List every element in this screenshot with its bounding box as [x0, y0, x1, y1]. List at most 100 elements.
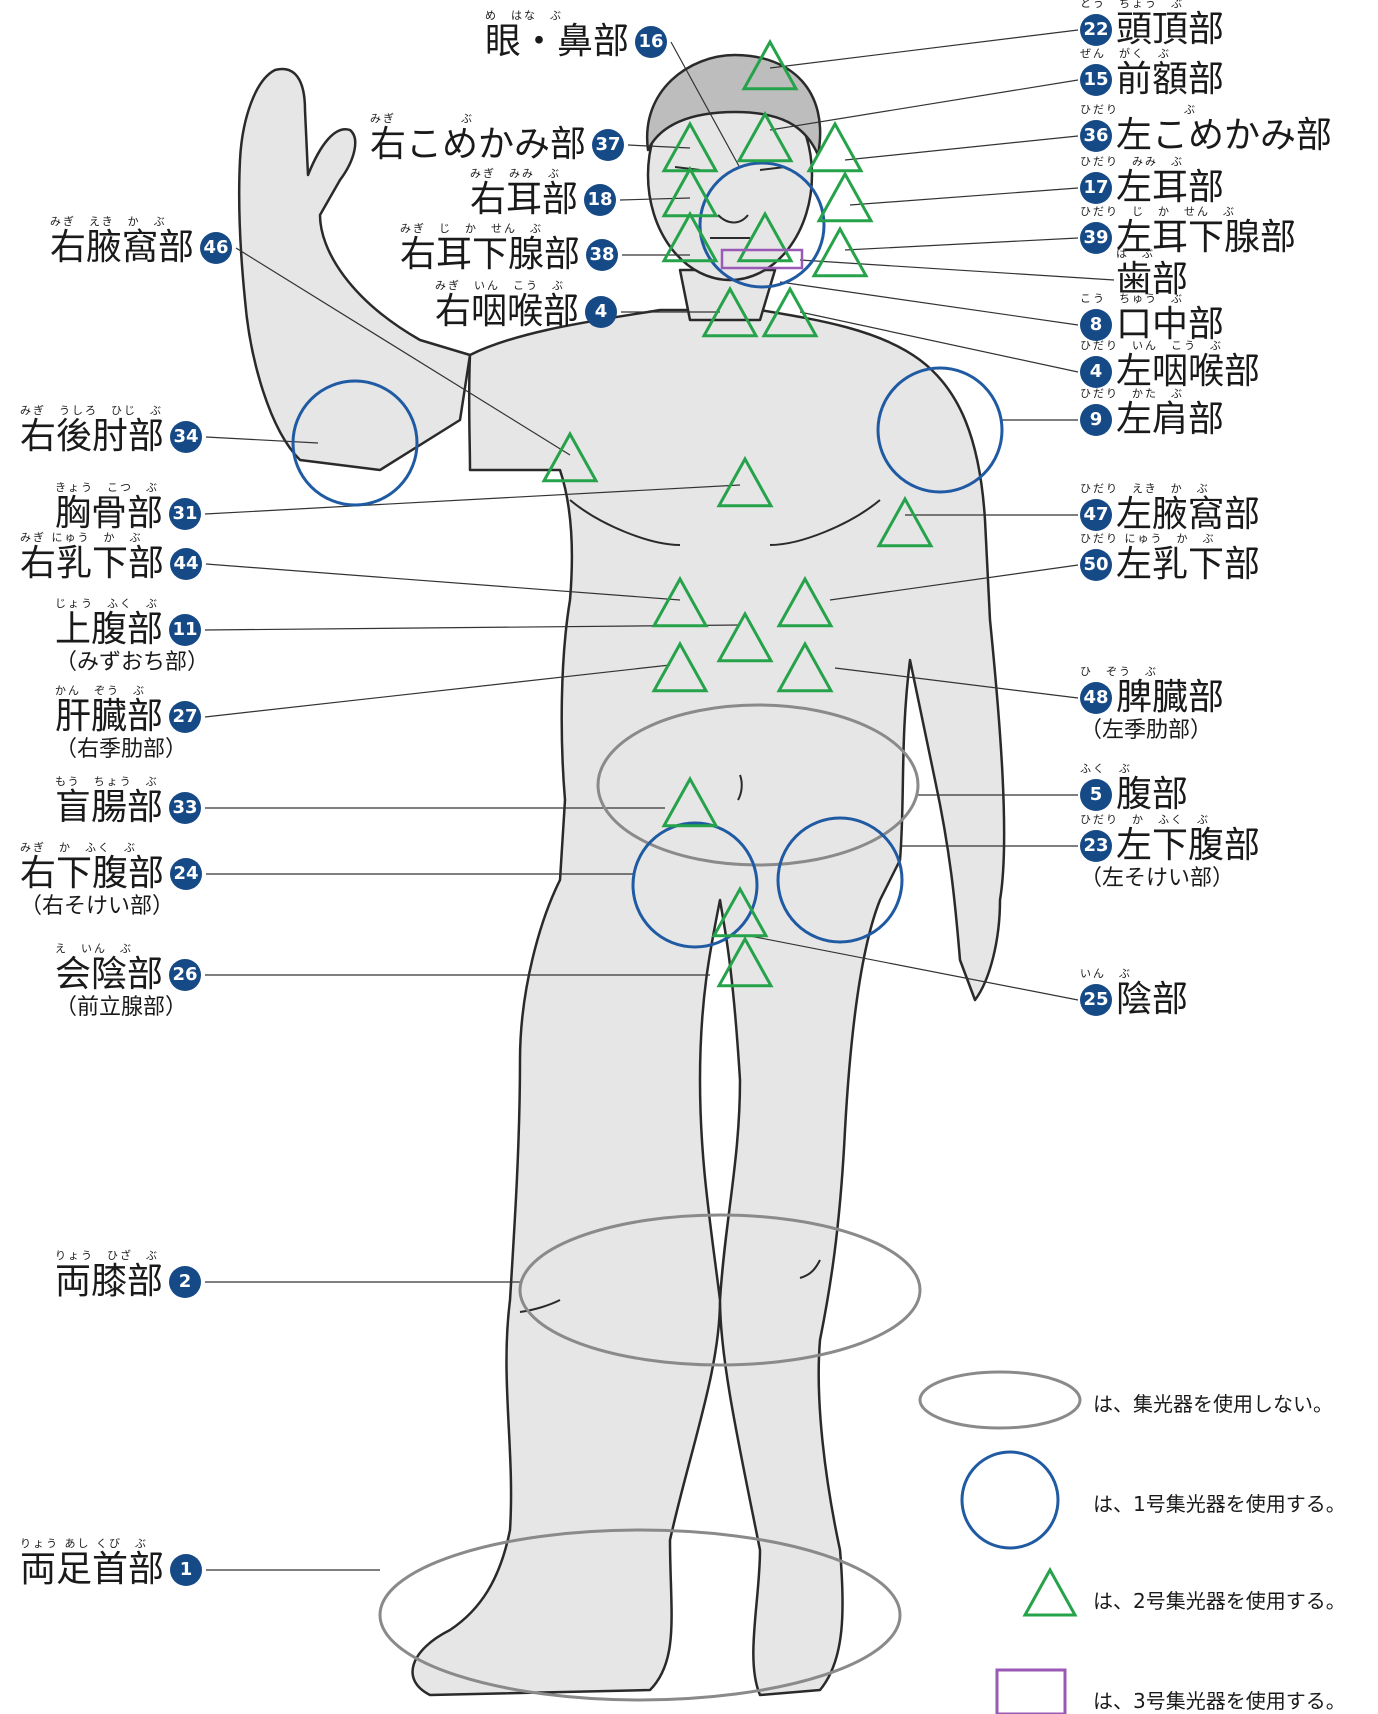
marker-face-circle	[698, 161, 826, 289]
number-badge: 36	[1080, 120, 1112, 152]
furigana: みぎ みみ ぶ	[470, 167, 561, 180]
number-badge: 15	[1080, 64, 1112, 96]
collector-2-triangle-marker	[651, 575, 709, 628]
label-text: 右耳部	[470, 179, 579, 220]
label-subtext: （前立腺部）	[55, 995, 188, 1020]
collector-2-triangle-marker	[711, 885, 769, 938]
label-text: 左耳部	[1116, 167, 1225, 208]
collector-2-triangle-marker	[761, 285, 819, 338]
number-badge: 9	[1080, 404, 1112, 436]
label-text: 眼・鼻部	[485, 21, 630, 62]
furigana: かん ぞう ぶ	[55, 684, 146, 697]
legend-text-1: は、1号集光器を使用する。	[1093, 1492, 1346, 1516]
number-badge: 37	[592, 129, 625, 161]
marker-abdomen-ellipse	[596, 703, 920, 867]
collector-2-triangle-marker	[736, 110, 794, 163]
leader-line	[769, 29, 1079, 69]
right-label-teeth: は ぶ歯部	[1116, 248, 1189, 300]
body-silhouette	[237, 53, 1006, 1697]
label-text: 右咽喉部	[435, 291, 580, 332]
label-text: 左耳下腺部	[1116, 217, 1297, 258]
collector-2-triangle-marker	[651, 640, 709, 693]
number-badge: 27	[169, 701, 202, 733]
collector-2-triangle-marker	[716, 935, 774, 988]
legend-purple-square-icon	[995, 1668, 1067, 1714]
marker-right-lower-abdomen-circle	[631, 821, 759, 949]
number-badge: 8	[1080, 309, 1112, 341]
legend-blue-circle-icon	[960, 1450, 1060, 1550]
number-badge: 25	[1080, 984, 1112, 1016]
number-badge: 11	[169, 614, 202, 646]
leader-line	[844, 237, 1079, 251]
furigana: ひだり いん こう ぶ	[1080, 339, 1223, 352]
label-subtext: （右季肋部）	[55, 737, 188, 762]
marker-ankles-ellipse	[378, 1528, 902, 1702]
number-badge: 5	[1080, 779, 1112, 811]
label-text: 歯部	[1116, 259, 1189, 300]
furigana: ひだり にゅう か ぶ	[1080, 532, 1216, 545]
furigana: ぜん がく ぶ	[1080, 47, 1171, 60]
furigana: とう ちょう ぶ	[1080, 0, 1184, 10]
label-subtext: （みずおち部）	[55, 650, 210, 675]
label-text: 盲腸部	[55, 787, 164, 828]
label-subtext: （左そけい部）	[1080, 866, 1235, 891]
collector-2-triangle-marker	[776, 640, 834, 693]
leader-lines	[204, 29, 1115, 1571]
number-badge: 31	[169, 498, 202, 530]
leader-line	[799, 259, 1115, 281]
furigana: りょう ひざ ぶ	[55, 1249, 159, 1262]
collector-2-markers	[541, 38, 934, 988]
number-badge: 2	[169, 1266, 202, 1298]
collector-2-triangle-marker	[741, 38, 799, 91]
no-collector-markers	[378, 703, 922, 1702]
label-text: 左こめかみ部	[1116, 115, 1333, 156]
number-badge: 38	[586, 239, 619, 271]
label-text: 両足首部	[20, 1549, 165, 1590]
furigana: じょう ふく ぶ	[55, 597, 159, 610]
number-badge: 24	[170, 858, 203, 890]
collector-2-triangle-marker	[816, 170, 874, 223]
furigana: ひだり じ か せん ぶ	[1080, 205, 1236, 218]
collector-2-triangle-marker	[806, 120, 864, 173]
label-text: 会陰部	[55, 954, 164, 995]
number-badge: 16	[635, 26, 668, 58]
number-badge: 4	[585, 296, 618, 328]
furigana: りょう あし くび ぶ	[20, 1537, 148, 1550]
leader-line	[844, 135, 1079, 161]
number-badge: 50	[1080, 549, 1112, 581]
number-badge: 18	[584, 184, 617, 216]
number-badge: 33	[169, 792, 202, 824]
number-badge: 34	[170, 421, 203, 453]
furigana: ひだり みみ ぶ	[1080, 155, 1184, 168]
number-badge: 48	[1080, 682, 1112, 714]
body-details	[519, 166, 881, 1313]
number-badge: 44	[170, 548, 203, 580]
collector-2-triangle-marker	[541, 430, 599, 483]
marker-left-shoulder-circle	[876, 366, 1004, 494]
furigana: みぎ えき か ぶ	[50, 215, 167, 228]
collector-2-triangle-marker	[811, 225, 869, 278]
number-badge: 22	[1080, 14, 1112, 46]
marker-knees-ellipse	[518, 1213, 922, 1367]
leader-line	[205, 563, 681, 601]
furigana: きょう こつ ぶ	[55, 481, 159, 494]
furigana: こう ちゅう ぶ	[1080, 292, 1184, 305]
furigana: め はな ぶ	[485, 9, 563, 22]
marker-mouth-rectangle	[720, 248, 804, 270]
label-text: 左咽喉部	[1116, 351, 1261, 392]
